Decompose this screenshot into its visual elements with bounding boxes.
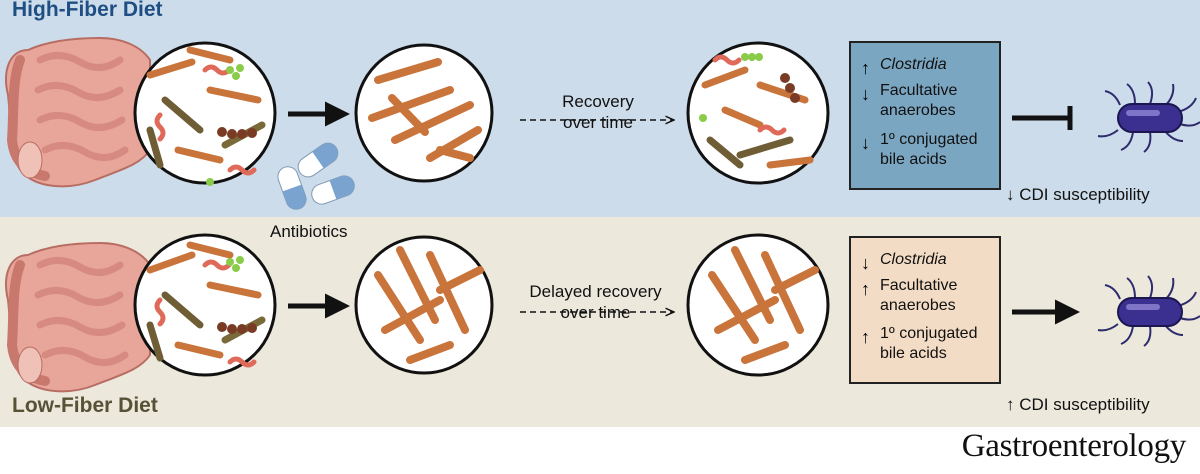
outcome-box-low: ↓ Clostridia ↑ Facultative anaerobes ↑ 1… [849,236,1001,384]
down-arrow-icon: ↓ [1006,185,1015,204]
box-row-facultative: ↑ Facultative anaerobes [861,277,958,314]
cdi-outcome-high: ↓ CDI susceptibility [1006,185,1150,204]
up-arrow-icon: ↑ [1006,395,1015,414]
box-row-clostridia: ↑ Clostridia [861,56,947,78]
box-row-clostridia: ↓ Clostridia [861,251,947,273]
up-arrow-icon: ↑ [861,327,870,347]
microbiota-circle-post-antibiotic-low [354,235,494,375]
bacterium-icon [1097,81,1200,153]
down-arrow-icon: ↓ [861,133,870,153]
down-arrow-icon: ↓ [861,253,870,273]
microbiota-circle-recovered-high [686,41,830,185]
low-fiber-title: Low-Fiber Diet [12,394,158,417]
intestine-illustration [5,36,151,188]
intestine-illustration [5,241,151,393]
box-row-bile-acids: ↑ 1º conjugated bile acids [861,325,978,362]
recovery-label: Recovery over time [562,92,634,132]
high-fiber-title: High-Fiber Diet [12,0,163,21]
microbiota-circle-baseline-high [133,41,277,186]
antibiotics-label: Antibiotics [270,222,348,241]
box-row-facultative: ↓ Facultative anaerobes [861,82,958,119]
box-row-bile-acids: ↓ 1º conjugated bile acids [861,131,978,168]
bacterium-icon [1097,275,1200,347]
cdi-outcome-low: ↑ CDI susceptibility [1006,395,1150,414]
inhibition-arrow [1012,106,1073,130]
delayed-recovery-label: Delayed recovery over time [529,282,662,322]
journal-logo: Gastroenterology [961,428,1187,464]
antibiotic-capsule-icon [277,142,355,210]
down-arrow-icon: ↓ [861,84,870,104]
microbiota-circle-baseline-low [133,233,277,377]
up-arrow-icon: ↑ [861,58,870,78]
microbiota-circle-post-antibiotic-high [354,43,494,183]
outcome-box-high: ↑ Clostridia ↓ Facultative anaerobes ↓ 1… [849,41,1001,190]
up-arrow-icon: ↑ [861,279,870,299]
microbiota-circle-recovered-low [686,233,830,377]
